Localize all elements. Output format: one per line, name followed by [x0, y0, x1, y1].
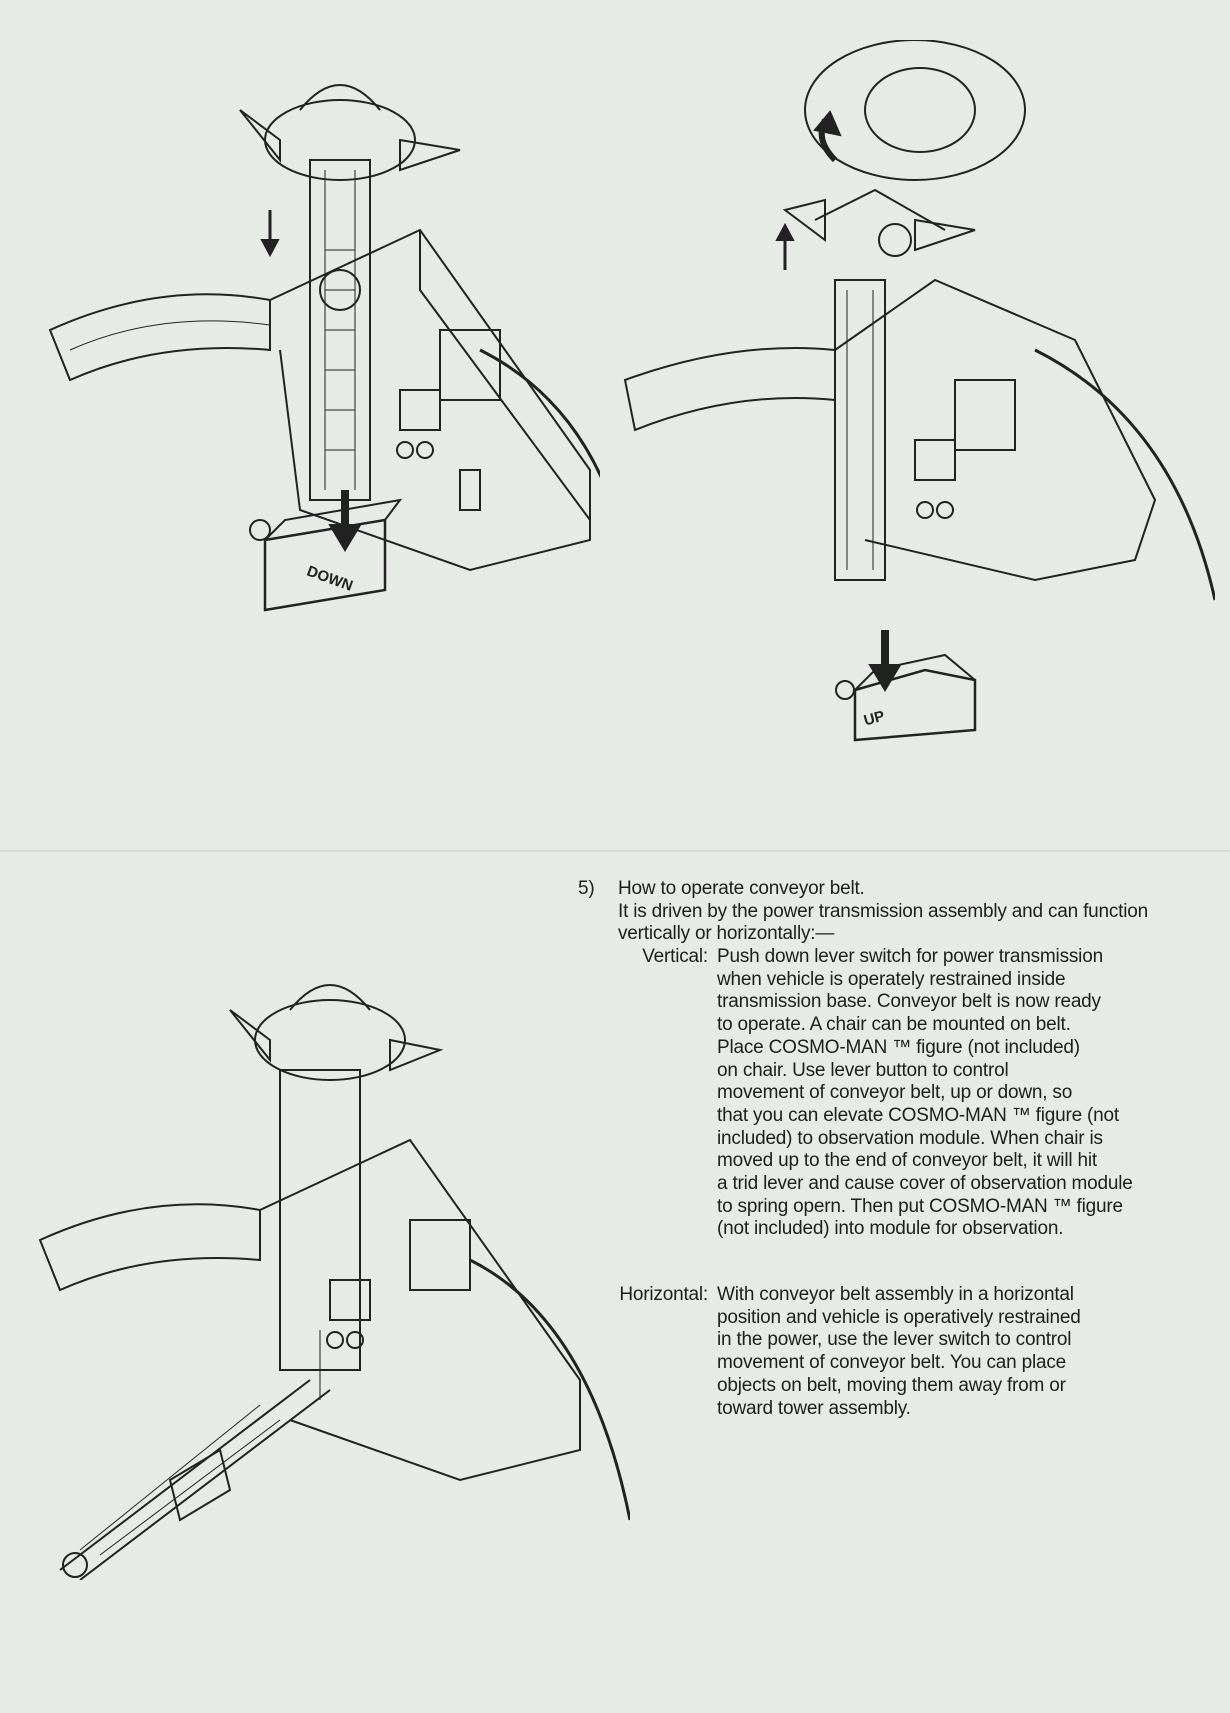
vertical-line: movement of conveyor belt, up or down, s…	[717, 1082, 1073, 1104]
vertical-line: Push down lever switch for power transmi…	[717, 946, 1103, 967]
vertical-line: on chair. Use lever button to control	[717, 1059, 1009, 1081]
up-label: UP	[862, 708, 887, 730]
section-intro-text: It is driven by the power transmission a…	[618, 900, 1149, 945]
horizontal-line: position and vehicle is operatively rest…	[717, 1306, 1081, 1328]
vertical-label: Vertical:	[642, 946, 708, 967]
vertical-line: to spring opern. Then put COSMO-MAN ™ fi…	[717, 1195, 1123, 1217]
vertical-line: that you can elevate COSMO-MAN ™ figure …	[717, 1104, 1119, 1126]
down-label: DOWN	[305, 563, 355, 595]
illustration-chair-up: UP	[615, 39, 1217, 760]
page-fold-line	[0, 850, 1230, 852]
vertical-line: when vehicle is operately restrained ins…	[717, 968, 1066, 990]
section-number: 5)	[578, 878, 595, 899]
vertical-line: to operate. A chair can be mounted on be…	[717, 1014, 1071, 1036]
horizontal-line: toward tower assembly.	[717, 1397, 911, 1419]
horizontal-line: in the power, use the lever switch to co…	[717, 1329, 1072, 1351]
horizontal-line: With conveyor belt assembly in a horizon…	[717, 1284, 1074, 1305]
section-intro: How to operate conveyor belt. It is driv…	[618, 878, 1218, 946]
illustration-conveyor-horizontal	[30, 960, 632, 1581]
horizontal-line: objects on belt, moving them away from o…	[717, 1374, 1066, 1396]
section-title: How to operate conveyor belt.	[618, 878, 865, 899]
horizontal-label: Horizontal:	[619, 1284, 708, 1305]
horizontal-text: With conveyor belt assembly in a horizon…	[717, 1284, 1227, 1420]
vertical-text: Push down lever switch for power transmi…	[717, 946, 1227, 1241]
vertical-line: transmission base. Conveyor belt is now …	[717, 991, 1101, 1013]
vertical-line: moved up to the end of conveyor belt, it…	[717, 1150, 1097, 1172]
horizontal-line: movement of conveyor belt. You can place	[717, 1352, 1067, 1374]
vertical-line: a trid lever and cause cover of observat…	[717, 1173, 1133, 1195]
vertical-line: Place COSMO-MAN ™ figure (not included)	[717, 1036, 1080, 1058]
vertical-line: included) to observation module. When ch…	[717, 1127, 1103, 1149]
vertical-line: (not included) into module for observati…	[717, 1218, 1064, 1240]
illustration-chair-down: DOWN	[40, 50, 632, 710]
